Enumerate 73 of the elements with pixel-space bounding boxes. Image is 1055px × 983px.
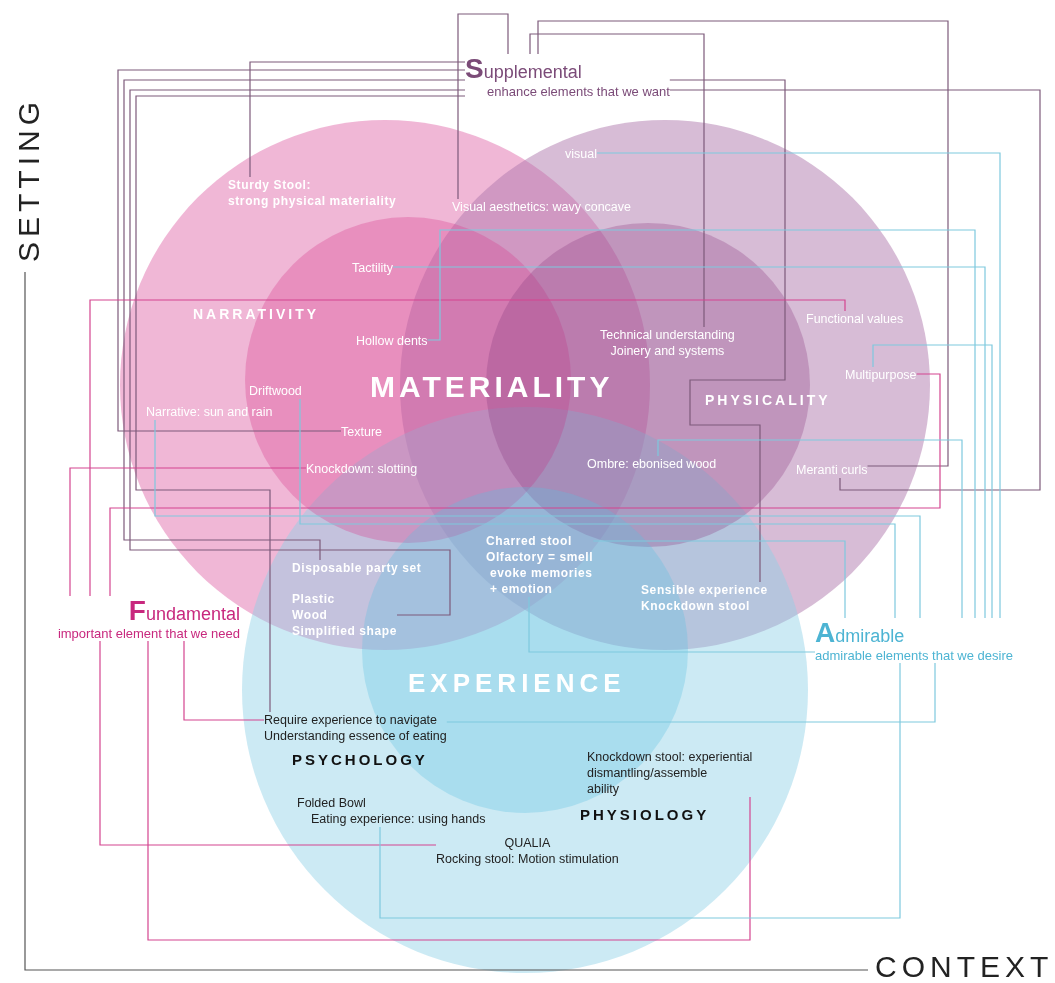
item-text: Wood xyxy=(292,607,328,623)
item-text: Understanding essence of eating xyxy=(264,728,447,744)
subset-title: PHYSICALITY xyxy=(705,392,831,408)
item-text: Multipurpose xyxy=(845,367,917,383)
category-description: admirable elements that we desire xyxy=(815,648,1013,664)
item-text: Olfactory = smell xyxy=(486,549,594,565)
leader-line xyxy=(669,89,1041,491)
subset-title: PSYCHOLOGY xyxy=(292,751,428,768)
leader-line xyxy=(109,373,941,597)
leader-line xyxy=(147,640,751,941)
leader-line xyxy=(379,662,901,919)
subset-title: PHYSIOLOGY xyxy=(580,806,710,823)
leader-line xyxy=(596,152,1001,619)
category-description: important element that we need xyxy=(57,626,240,642)
item-text: strong physical materiality xyxy=(228,193,397,209)
item-text: Driftwood xyxy=(249,383,302,399)
item-text: QUALIA xyxy=(504,835,551,851)
item-text: Ombre: ebonised wood xyxy=(587,456,717,472)
item-text: Hollow dents xyxy=(356,333,428,349)
leader-line xyxy=(299,398,896,619)
category-title: Fundamental xyxy=(128,596,240,627)
set-title: MATERIALITY xyxy=(370,370,614,404)
category-title: Admirable xyxy=(815,618,905,649)
item-text: Charred stool xyxy=(486,533,572,549)
item-text: Disposable party set xyxy=(292,560,422,576)
item-text: Rocking stool: Motion stimulation xyxy=(436,851,619,867)
leader-line xyxy=(529,33,705,328)
leader-line xyxy=(99,640,437,846)
item-text: Sturdy Stool: xyxy=(228,177,312,193)
item-text: Technical understanding xyxy=(600,327,735,343)
leader-line xyxy=(154,419,921,619)
item-text: Meranti curls xyxy=(796,462,868,478)
subset-title: NARRATIVITY xyxy=(193,306,320,322)
item-text: Simplified shape xyxy=(292,623,397,639)
leader-line xyxy=(427,229,976,619)
item-text: Knockdown stool: experiential xyxy=(587,749,753,765)
leader-line xyxy=(392,266,986,619)
category-title: Supplemental xyxy=(465,54,582,85)
item-text: Narrative: sun and rain xyxy=(146,404,273,420)
item-text: visual xyxy=(565,146,597,162)
item-text: Joinery and systems xyxy=(610,343,725,359)
item-text: Require experience to navigate xyxy=(264,712,438,728)
leader-line xyxy=(669,79,786,583)
leader-line xyxy=(537,20,949,467)
leader-line xyxy=(135,95,466,713)
item-text: Eating experience: using hands xyxy=(310,811,486,827)
set-title: EXPERIENCE xyxy=(408,668,626,699)
item-text: Visual aesthetics: wavy concave xyxy=(452,199,632,215)
leader-line xyxy=(117,69,466,432)
leader-line xyxy=(872,344,993,619)
item-text: Sensible experience xyxy=(641,582,768,598)
leader-line xyxy=(69,467,307,597)
item-text: dismantling/assemble ability xyxy=(587,765,709,797)
item-text: Knockdown: slotting xyxy=(306,461,418,477)
item-text: Functional values xyxy=(806,311,904,327)
item-text: evoke memories xyxy=(489,565,593,581)
leader-line xyxy=(249,61,466,178)
axis-title: SETTING xyxy=(12,97,46,262)
leader-line xyxy=(592,540,846,619)
leader-line xyxy=(657,439,963,619)
item-text: Tactility xyxy=(352,260,393,276)
leader-line xyxy=(457,13,509,200)
leader-line xyxy=(89,299,846,597)
category-description: enhance elements that we want xyxy=(486,84,670,100)
item-text: Plastic xyxy=(292,591,335,607)
item-text: + emotion xyxy=(489,581,553,597)
item-text: Folded Bowl xyxy=(297,795,366,811)
leader-line xyxy=(446,662,936,723)
item-text: Texture xyxy=(341,424,382,440)
leader-line xyxy=(183,640,265,721)
item-text: Knockdown stool xyxy=(641,598,750,614)
axis-title: CONTEXT xyxy=(875,950,1054,983)
leader-line xyxy=(528,596,816,653)
